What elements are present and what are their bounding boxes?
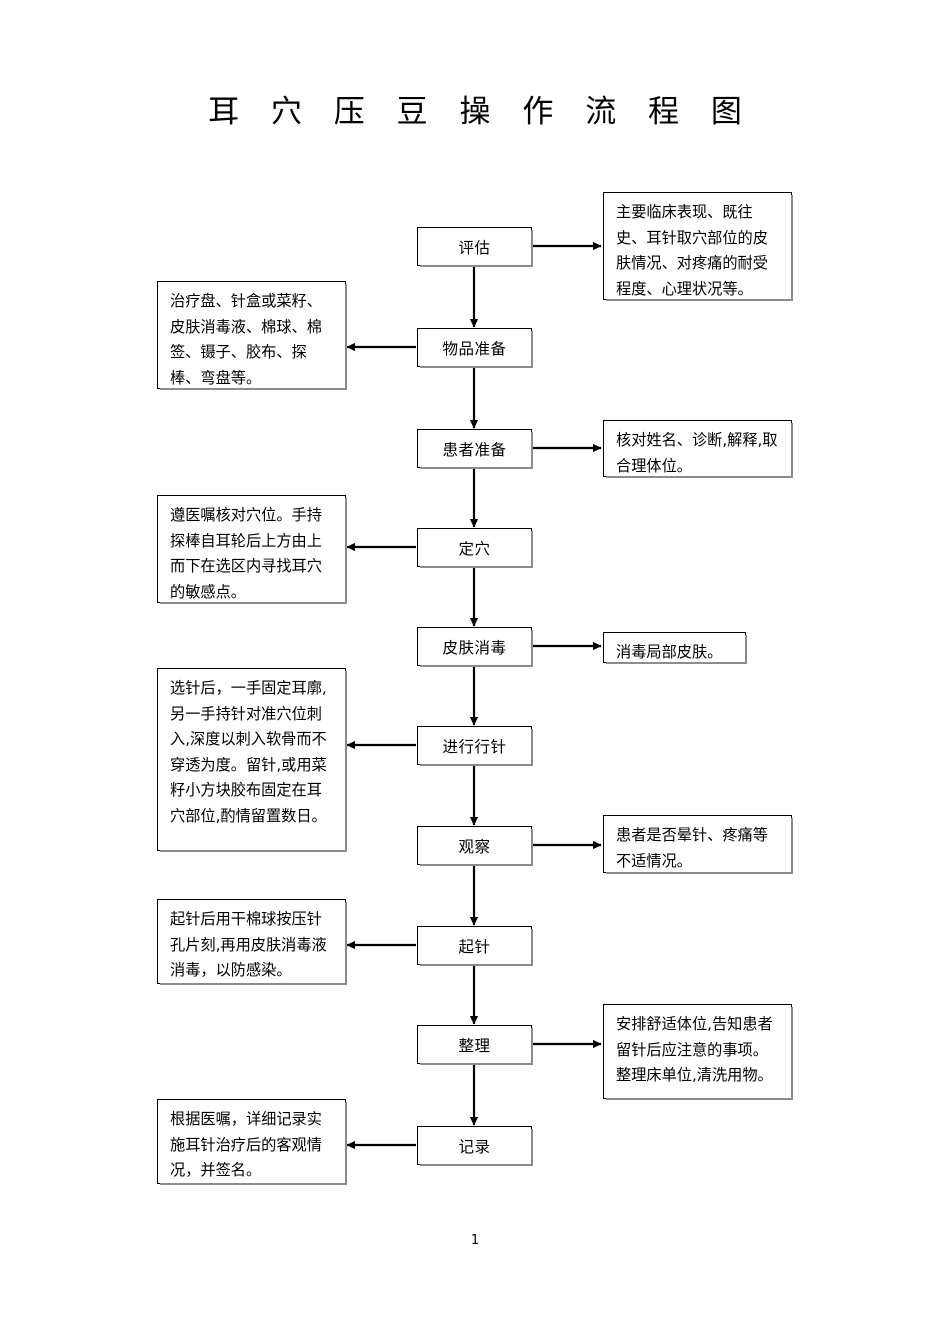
node-disinfect[interactable]: 皮肤消毒 xyxy=(417,627,533,667)
node-label: 定穴 xyxy=(458,539,491,558)
node-supplies[interactable]: 物品准备 xyxy=(417,328,533,368)
node-label: 皮肤消毒 xyxy=(442,638,507,657)
node-patient-prep[interactable]: 患者准备 xyxy=(417,429,533,469)
node-remove-needle[interactable]: 起针 xyxy=(417,926,533,966)
node-observe[interactable]: 观察 xyxy=(417,826,533,866)
node-label: 起针 xyxy=(458,937,491,956)
note-text: 患者是否晕针、疼痛等不适情况。 xyxy=(616,826,768,870)
node-locate-point[interactable]: 定穴 xyxy=(417,528,533,568)
note-text: 主要临床表现、既往史、耳针取穴部位的皮肤情况、对疼痛的耐受程度、心理状况等。 xyxy=(616,203,768,298)
node-label: 记录 xyxy=(458,1137,491,1156)
note-text: 消毒局部皮肤。 xyxy=(616,643,723,661)
note-record: 根据医嘱，详细记录实施耳针治疗后的客观情况，并签名。 xyxy=(157,1099,347,1185)
note-text: 遵医嘱核对穴位。手持探棒自耳轮后上方由上而下在选区内寻找耳穴的敏感点。 xyxy=(170,506,322,601)
note-assess: 主要临床表现、既往史、耳针取穴部位的皮肤情况、对疼痛的耐受程度、心理状况等。 xyxy=(603,192,793,301)
note-text: 治疗盘、针盒或菜籽、皮肤消毒液、棉球、棉签、镊子、胶布、探棒、弯盘等。 xyxy=(170,292,322,387)
note-text: 起针后用干棉球按压针孔片刻,再用皮肤消毒液消毒，以防感染。 xyxy=(170,910,327,979)
page-title: 耳 穴 压 豆 操 作 流 程 图 xyxy=(208,94,753,130)
note-observe: 患者是否晕针、疼痛等不适情况。 xyxy=(603,815,793,874)
note-tidy-up: 安排舒适体位,告知患者留针后应注意的事项。整理床单位,清洗用物。 xyxy=(603,1004,793,1100)
note-text: 核对姓名、诊断,解释,取合理体位。 xyxy=(616,431,778,475)
note-locate-point: 遵医嘱核对穴位。手持探棒自耳轮后上方由上而下在选区内寻找耳穴的敏感点。 xyxy=(157,495,347,604)
note-needling: 选针后，一手固定耳廓,另一手持针对准穴位刺入,深度以刺入软骨而不穿透为度。留针,… xyxy=(157,668,347,852)
note-disinfect: 消毒局部皮肤。 xyxy=(603,632,747,664)
page-number: 1 xyxy=(470,1233,480,1248)
node-needling[interactable]: 进行行针 xyxy=(417,726,533,766)
note-supplies: 治疗盘、针盒或菜籽、皮肤消毒液、棉球、棉签、镊子、胶布、探棒、弯盘等。 xyxy=(157,281,347,390)
note-remove-needle: 起针后用干棉球按压针孔片刻,再用皮肤消毒液消毒，以防感染。 xyxy=(157,899,347,985)
note-text: 根据医嘱，详细记录实施耳针治疗后的客观情况，并签名。 xyxy=(170,1110,322,1179)
node-label: 物品准备 xyxy=(442,339,507,358)
note-text: 选针后，一手固定耳廓,另一手持针对准穴位刺入,深度以刺入软骨而不穿透为度。留针,… xyxy=(170,679,327,825)
node-record[interactable]: 记录 xyxy=(417,1126,533,1166)
note-patient-prep: 核对姓名、诊断,解释,取合理体位。 xyxy=(603,420,793,478)
node-assess[interactable]: 评估 xyxy=(417,227,533,267)
node-label: 患者准备 xyxy=(442,440,507,459)
node-label: 评估 xyxy=(458,238,491,257)
node-label: 进行行针 xyxy=(442,737,507,756)
node-label: 整理 xyxy=(458,1036,491,1055)
node-tidy-up[interactable]: 整理 xyxy=(417,1025,533,1065)
note-text: 安排舒适体位,告知患者留针后应注意的事项。整理床单位,清洗用物。 xyxy=(616,1015,773,1084)
node-label: 观察 xyxy=(458,837,491,856)
